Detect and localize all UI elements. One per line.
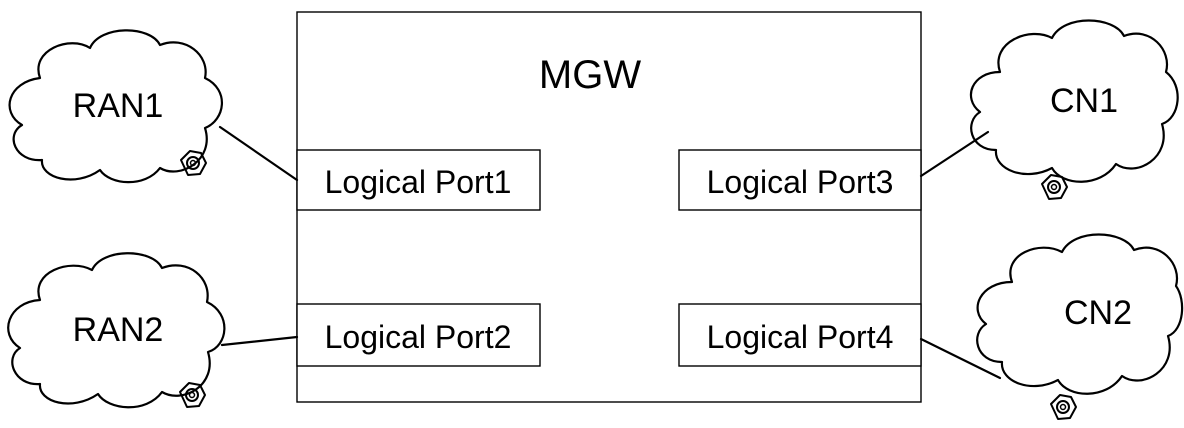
- logical-port1: Logical Port1: [296, 149, 541, 211]
- logical-port2: Logical Port2: [296, 303, 541, 367]
- logical-port1-label: Logical Port1: [325, 164, 512, 200]
- logical-port3: Logical Port3: [678, 149, 922, 211]
- link-cn2-port4: [919, 337, 1002, 380]
- link-cn1-port3: [919, 130, 990, 178]
- ran1-label: RAN1: [73, 87, 164, 125]
- logical-port4: Logical Port4: [678, 303, 922, 367]
- link-ran1-port1: [218, 125, 299, 182]
- ran1-nut-icon: [180, 150, 207, 176]
- logical-port3-label: Logical Port3: [707, 164, 894, 200]
- cn1-label: CN1: [1050, 82, 1118, 120]
- cn2-label: CN2: [1064, 294, 1132, 332]
- ran2-label: RAN2: [73, 311, 164, 349]
- ran1-cloud: RAN1: [8, 29, 223, 184]
- cn1-nut-icon: [1041, 174, 1068, 200]
- cn2-cloud: CN2: [976, 233, 1184, 420]
- cn1-cloud: CN1: [969, 19, 1179, 200]
- logical-port2-label: Logical Port2: [325, 319, 512, 355]
- logical-port4-label: Logical Port4: [707, 319, 894, 355]
- ran2-cloud: RAN2: [7, 252, 226, 409]
- link-ran2-port2: [220, 335, 299, 347]
- mgw-label: MGW: [539, 53, 641, 97]
- ran2-nut-icon: [179, 382, 206, 408]
- cn2-nut-icon: [1050, 394, 1077, 420]
